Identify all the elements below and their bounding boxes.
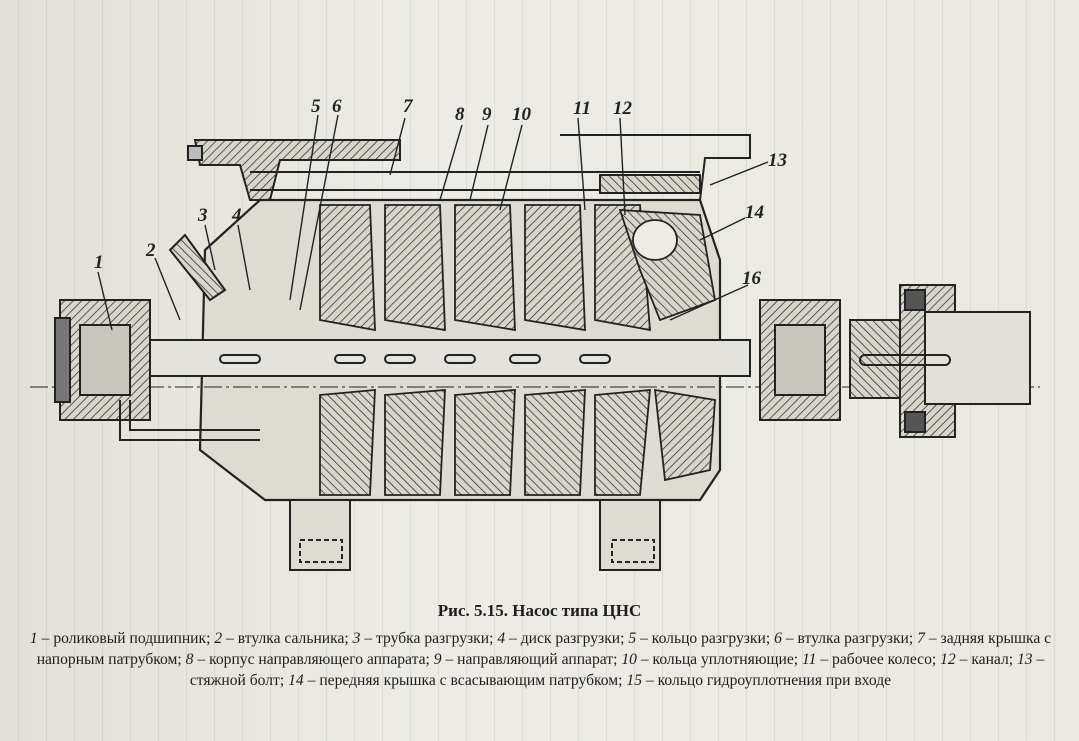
- stages-lower: [319, 388, 716, 496]
- legend-item: 15 – кольцо гидроуплотнения при входе: [626, 672, 892, 689]
- figure-legend: 1 – роликовый подшипник; 2 – втулка саль…: [28, 628, 1053, 691]
- legend-item: 14 – передняя крышка с всасывающим патру…: [288, 672, 623, 689]
- callout-3: 3: [198, 205, 208, 226]
- legend-item: 11 – рабочее колесо;: [802, 651, 937, 668]
- legend-item: 13 – стяжной болт;: [189, 651, 1045, 689]
- legend-item: 8 – корпус направляющего аппарата;: [185, 651, 430, 668]
- callout-12: 12: [613, 98, 632, 119]
- lower-pipe: [119, 400, 260, 441]
- callout-2: 2: [146, 240, 156, 261]
- legend-item: 3 – трубка разгрузки;: [352, 630, 494, 647]
- legend-item: 6 – втулка разгрузки;: [774, 630, 914, 647]
- callout-16: 16: [742, 268, 761, 289]
- shaft: [30, 339, 1040, 388]
- legend-item: 4 – диск разгрузки;: [497, 630, 625, 647]
- legend-item: 7 – задняя крышка с напорным патрубком;: [36, 630, 1052, 668]
- left-bearing: [54, 299, 151, 421]
- legend-item: 1 – роликовый подшипник;: [29, 630, 211, 647]
- legend-item: 12 – канал;: [940, 651, 1014, 668]
- callout-14: 14: [745, 202, 764, 223]
- legend-item: 2 – втулка сальника;: [214, 630, 349, 647]
- legend-item: 9 – направляющий аппарат;: [433, 651, 618, 668]
- figure-title: Рис. 5.15. Насос типа ЦНС: [437, 601, 642, 620]
- callout-7: 7: [403, 96, 413, 117]
- stages-upper: [319, 204, 717, 332]
- callout-5: 5: [311, 96, 321, 117]
- callout-8: 8: [455, 104, 465, 125]
- top-frame: [250, 134, 751, 201]
- unload-pipe: [168, 233, 227, 302]
- support-feet: [289, 499, 661, 571]
- callout-4: 4: [232, 205, 242, 226]
- callout-1: 1: [94, 252, 104, 273]
- callout-9: 9: [482, 104, 492, 125]
- pump-drawing: [30, 114, 1040, 571]
- coupling: [849, 284, 1031, 438]
- callout-13: 13: [768, 150, 787, 171]
- callout-6: 6: [332, 96, 342, 117]
- callout-11: 11: [573, 98, 591, 119]
- legend-item: 10 – кольца уплотняющие;: [621, 651, 799, 668]
- leader-lines: [97, 114, 769, 331]
- legend-item: 5 – кольцо разгрузки;: [628, 630, 771, 647]
- right-bearing: [759, 299, 841, 421]
- callout-10: 10: [512, 104, 531, 125]
